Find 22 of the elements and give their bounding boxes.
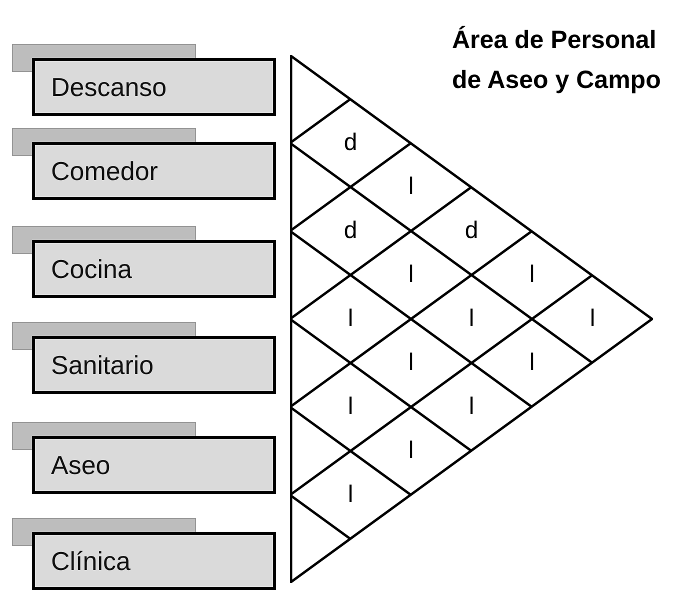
rating-cell: d — [336, 128, 366, 158]
rating-cell: l — [336, 480, 366, 510]
rating-cell: l — [578, 304, 608, 334]
rating-cell: l — [396, 172, 426, 202]
area-box: Cocina — [32, 240, 276, 298]
rating-cell: l — [517, 260, 547, 290]
area-box: Aseo — [32, 436, 276, 494]
rating-cell: l — [396, 260, 426, 290]
area-box: Comedor — [32, 142, 276, 200]
area-box: Descanso — [32, 58, 276, 116]
rating-cell: l — [336, 392, 366, 422]
rating-cell: l — [456, 304, 486, 334]
rating-cell: d — [336, 216, 366, 246]
rating-cell: l — [456, 392, 486, 422]
area-box: Sanitario — [32, 336, 276, 394]
area-box: Clínica — [32, 532, 276, 590]
rating-cell: l — [396, 436, 426, 466]
rating-cell: d — [456, 216, 486, 246]
title: Área de Personal de Aseo y Campo — [452, 24, 662, 96]
rating-cell: l — [336, 304, 366, 334]
rating-cell: l — [396, 348, 426, 378]
rating-cell: l — [517, 348, 547, 378]
